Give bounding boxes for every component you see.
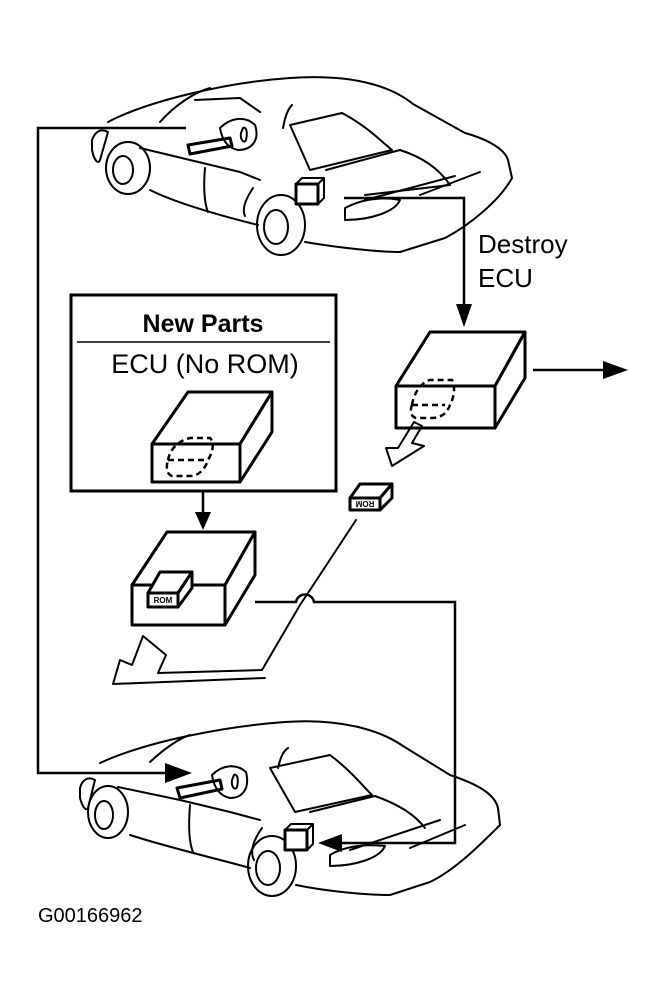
rom-chip-removed: ROM — [348, 482, 394, 512]
new-parts-title: New Parts — [143, 310, 264, 338]
bottom-car-illustration — [79, 720, 501, 897]
ecu-on-car-top — [294, 177, 325, 206]
figure-id: G00166962 — [38, 905, 143, 927]
key-flow-arrowhead — [165, 763, 192, 783]
discard-flow-arrowhead — [603, 361, 628, 379]
rom-transfer-line — [261, 519, 357, 671]
rom-chip-removed-label: ROM — [355, 499, 374, 508]
rom-install-arrow — [112, 635, 266, 685]
new-parts-subtitle: ECU (No ROM) — [111, 349, 299, 379]
install-ecu-flow-line — [255, 593, 457, 845]
new-ecu-box-icon — [150, 390, 274, 484]
rom-removal-arrow — [385, 421, 425, 467]
destroy-label-line2: ECU — [478, 263, 533, 293]
key-flow-line — [36, 126, 186, 775]
new-ecu-with-rom: ROM — [130, 530, 257, 627]
rom-chip-installed: ROM — [146, 570, 194, 609]
destroy-label-line1: Destroy — [478, 229, 568, 259]
new-parts-flow-arrowhead — [195, 512, 211, 530]
ecu-on-car-bottom — [283, 823, 314, 852]
install-ecu-flow-arrowhead — [318, 834, 342, 852]
destroy-flow-arrowhead — [456, 304, 472, 327]
destroy-flow-line — [344, 196, 466, 310]
rom-chip-label: ROM — [154, 596, 173, 605]
new-parts-panel: New Parts ECU (No ROM) — [69, 293, 338, 493]
old-ecu-box — [394, 330, 527, 430]
top-car-illustration — [91, 76, 513, 256]
